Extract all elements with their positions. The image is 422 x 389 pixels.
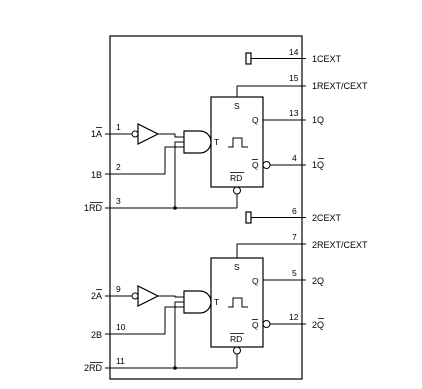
block-1-qbar-label: Q — [252, 160, 259, 170]
pin-12-number: 12 — [289, 312, 299, 322]
block-2-rd-label: RD — [230, 334, 242, 344]
1abar-label: 1A — [91, 129, 102, 139]
1q-label: 1Q — [312, 115, 324, 125]
2rdbar-label: 2RD — [84, 363, 103, 373]
block-1-t-label: T — [214, 137, 219, 147]
2q-label: 2Q — [312, 276, 324, 286]
2cext-label: 2CEXT — [312, 213, 342, 223]
pin-14-number: 14 — [289, 47, 299, 57]
1b-label: 1B — [91, 170, 102, 180]
pulse-2-icon — [228, 297, 248, 308]
monostable-2: 6 2CEXT 7 2REXT/CEXT S T Q Q RD 5 2Q 12 … — [84, 206, 368, 373]
pin-4-number: 4 — [292, 153, 297, 163]
pulse-1-icon — [228, 137, 248, 148]
block-1-rd-label: RD — [230, 173, 242, 183]
pin-11-number: 11 — [116, 356, 125, 366]
buffer-2 — [137, 285, 160, 307]
2rext-cext-label: 2REXT/CEXT — [312, 240, 368, 250]
pin-6-number: 6 — [292, 206, 297, 216]
pin-15-number: 15 — [289, 73, 299, 83]
buffer-1 — [137, 123, 160, 145]
block-2-q-label: Q — [252, 276, 259, 286]
2b-label: 2B — [91, 330, 102, 340]
1qbar-label: 1Q — [312, 160, 324, 170]
pin-5-number: 5 — [292, 268, 297, 278]
block-1-s-label: S — [234, 101, 240, 111]
pin-1-number: 1 — [116, 122, 121, 132]
pin-7-number: 7 — [292, 232, 297, 242]
1cext-label: 1CEXT — [312, 54, 342, 64]
cext-2-terminal — [245, 211, 252, 224]
block-1-q-label: Q — [252, 115, 259, 125]
pin-3-number: 3 — [116, 196, 121, 206]
block-2-qbar-label: Q — [252, 320, 259, 330]
2qbar-label: 2Q — [312, 320, 324, 330]
pin-10-number: 10 — [116, 322, 126, 332]
pin-13-number: 13 — [289, 108, 299, 118]
block-2-t-label: T — [214, 297, 219, 307]
block-2-s-label: S — [234, 262, 240, 272]
pin-2-number: 2 — [116, 162, 121, 172]
and-gate-1 — [183, 130, 212, 154]
pin-9-number: 9 — [116, 284, 121, 294]
cext-1-terminal — [245, 52, 252, 65]
1rdbar-label: 1RD — [84, 203, 103, 213]
2abar-label: 2A — [91, 291, 102, 301]
and-gate-2 — [183, 290, 212, 314]
1rext-cext-label: 1REXT/CEXT — [312, 81, 368, 91]
monostable-1: 14 1CEXT 15 1REXT/CEXT S T Q Q RD 13 1Q … — [84, 47, 368, 213]
